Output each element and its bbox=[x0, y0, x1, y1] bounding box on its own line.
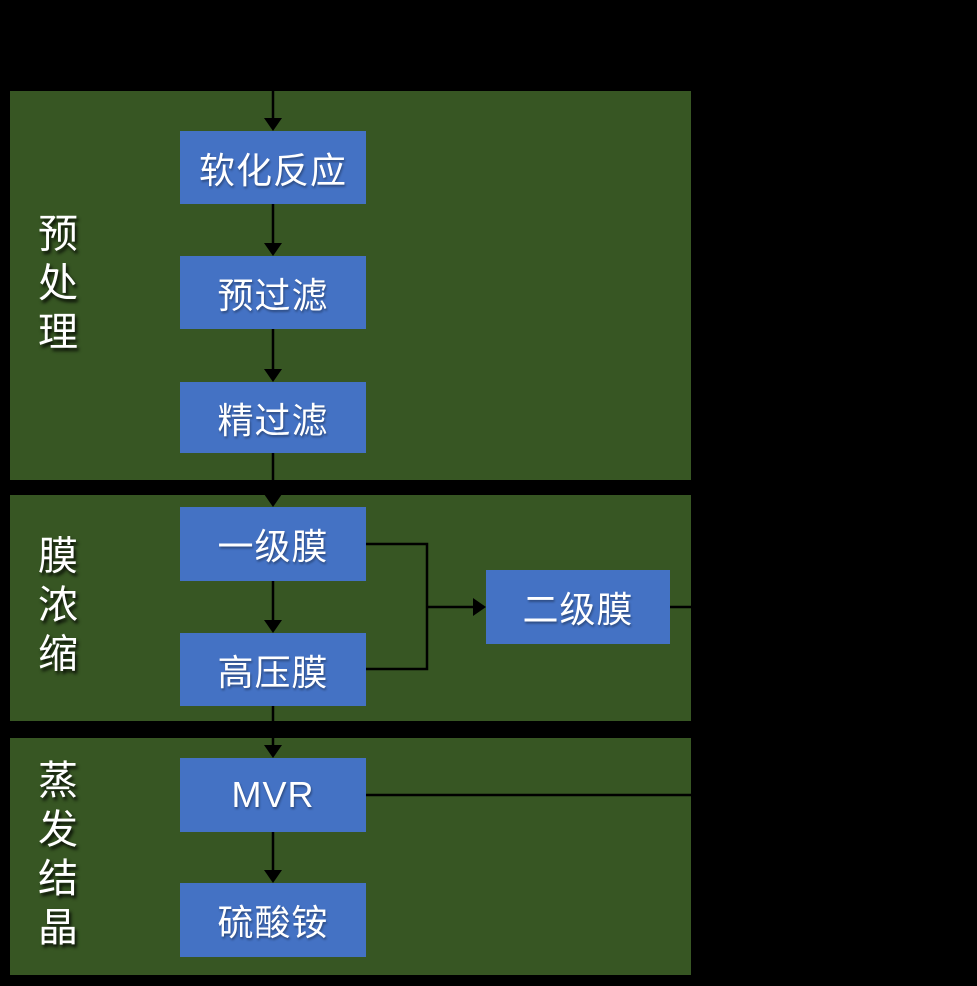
node-softening-reaction: 软化反应 bbox=[180, 131, 366, 204]
node-high-pressure-membrane: 高压膜 bbox=[180, 633, 366, 706]
node-fine-filtration: 精过滤 bbox=[180, 382, 366, 453]
node-stage1-membrane: 一级膜 bbox=[180, 507, 366, 581]
node-prefiltration: 预过滤 bbox=[180, 256, 366, 329]
band-membrane-concentration-label: 膜浓缩 bbox=[32, 534, 76, 682]
node-ammonium-sulfate: 硫酸铵 bbox=[180, 883, 366, 957]
band-pretreatment-label: 预处理 bbox=[32, 212, 76, 359]
node-stage2-membrane: 二级膜 bbox=[486, 570, 670, 644]
band-evaporation-crystallization-label: 蒸发结晶 bbox=[32, 758, 76, 955]
node-mvr: MVR bbox=[180, 758, 366, 832]
